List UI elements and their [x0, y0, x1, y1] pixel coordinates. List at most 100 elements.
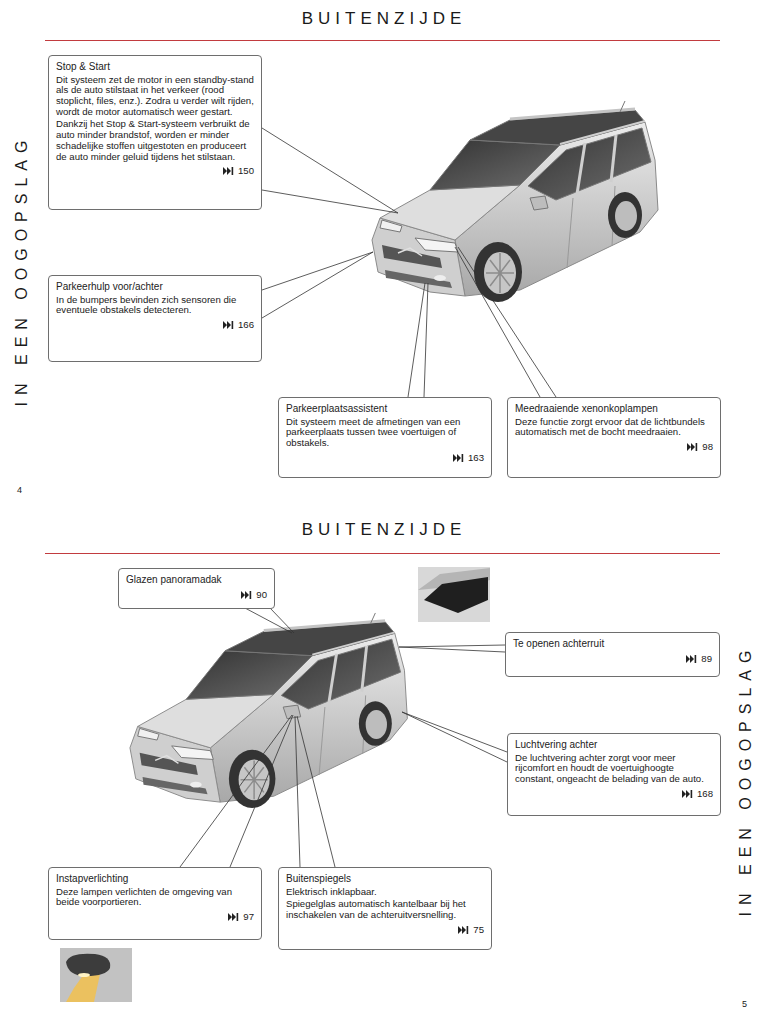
- reference-icon: [695, 655, 697, 663]
- title-rule: [45, 553, 720, 554]
- leader-line: [230, 715, 293, 867]
- leader-line: [180, 715, 292, 867]
- page-number: 97: [243, 911, 254, 922]
- reference-icon: [223, 321, 234, 329]
- leader-line: [402, 712, 507, 752]
- box-body: Spiegelglas automatisch kantelbaar bij h…: [286, 899, 484, 920]
- page-reference: 97: [56, 911, 254, 923]
- page-reference: 168: [515, 788, 713, 800]
- page-reference: 89: [513, 653, 712, 665]
- callout-box: ParkeerplaatsassistentDit systeem meet d…: [278, 397, 492, 478]
- reference-icon: [241, 591, 252, 599]
- box-body: Deze lampen verlichten de omgeving van b…: [56, 887, 254, 908]
- reference-icon: [691, 790, 693, 798]
- page-reference: 98: [515, 441, 713, 453]
- leader-line: [402, 712, 507, 762]
- leader-line: [458, 247, 556, 397]
- leader-line: [262, 252, 373, 290]
- reference-icon: [686, 655, 694, 663]
- leader-line: [399, 645, 505, 647]
- box-body: Deze functie zorgt ervoor dat de lichtbu…: [515, 417, 713, 438]
- leader-line: [408, 283, 425, 397]
- reference-icon: [462, 454, 464, 462]
- box-heading: Glazen panoramadak: [126, 574, 267, 586]
- box-body: Dit systeem meet de afmetingen van een p…: [286, 417, 484, 449]
- rear-window-thumbnail: [418, 567, 490, 622]
- box-heading: Instapverlichting: [56, 873, 254, 885]
- reference-icon: [228, 913, 236, 921]
- page-number: 4: [17, 485, 22, 495]
- thumbnail-ground: [60, 948, 132, 1002]
- box-heading: Buitenspiegels: [286, 873, 484, 885]
- page-number: 89: [701, 653, 712, 664]
- callout-box: Luchtvering achter De luchtvering achter …: [507, 733, 721, 816]
- mirror-lamp: [78, 973, 90, 977]
- title-rule: [45, 40, 720, 41]
- box-heading: Luchtvering achter: [515, 739, 713, 751]
- box-body: De luchtvering achter zorgt voor meer ri…: [515, 753, 713, 785]
- leader-line: [297, 716, 335, 867]
- page-number: 150: [238, 165, 254, 176]
- reference-icon: [682, 790, 690, 798]
- reference-icon: [241, 591, 249, 599]
- section-label: IN EEN OOGOPSLAG: [737, 644, 755, 917]
- box-body: In de bumpers bevinden zich sensoren die…: [56, 295, 254, 316]
- leader-line: [424, 283, 428, 397]
- box-heading: Stop & Start: [56, 61, 254, 73]
- reference-icon: [458, 926, 466, 934]
- mirror-thumbnail: [60, 948, 132, 1002]
- page-reference: 90: [126, 589, 267, 601]
- thumbnail-ground: [418, 567, 490, 622]
- reference-icon: [687, 443, 698, 451]
- car-illustration: [130, 613, 407, 808]
- reference-icon: [696, 443, 698, 451]
- mirror-body: [66, 954, 110, 976]
- page-number: 168: [697, 788, 713, 799]
- page-number: 90: [256, 589, 267, 600]
- reference-icon: [223, 167, 231, 175]
- callout-box: Meedraaiende xenonkoplampenDeze functie …: [507, 397, 721, 478]
- leader-line: [455, 247, 540, 397]
- leader-line: [399, 647, 505, 652]
- page-number: 98: [702, 441, 713, 452]
- page-reference: 75: [286, 924, 484, 936]
- leader-line: [245, 608, 292, 633]
- reference-icon: [237, 913, 239, 921]
- box-heading: Parkeerplaatsassistent: [286, 403, 484, 415]
- page-reference: 150: [56, 165, 254, 177]
- page-number: 166: [238, 319, 254, 330]
- page-title: BUITENZIJDE: [0, 9, 768, 29]
- callout-box: Te openen achterruit 89: [505, 632, 720, 677]
- box-body: Dit systeem zet de motor in een standby-…: [56, 75, 254, 118]
- callout-box: InstapverlichtingDeze lampen verlichten …: [48, 867, 262, 940]
- reference-icon: [687, 443, 695, 451]
- reference-icon: [232, 167, 234, 175]
- reference-icon: [686, 655, 697, 663]
- section-label: IN EEN OOGOPSLAG: [13, 134, 31, 407]
- leader-line: [262, 252, 373, 318]
- reference-icon: [250, 591, 252, 599]
- page-number: 75: [473, 924, 484, 935]
- thumbnail-window: [424, 577, 488, 613]
- callout-box: Stop & StartDit systeem zet de motor in …: [48, 55, 262, 210]
- box-heading: Te openen achterruit: [513, 638, 712, 650]
- callout-box: BuitenspiegelsElektrisch inklapbaar.Spie…: [278, 867, 492, 950]
- leader-line: [295, 716, 300, 867]
- callout-box: Parkeerhulp voor/achter In de bumpers bev…: [48, 275, 262, 362]
- leader-lines: [180, 128, 556, 867]
- box-body: Elektrisch inklapbaar.: [286, 887, 484, 898]
- reference-icon: [467, 926, 469, 934]
- leader-line: [262, 190, 398, 213]
- page-number: 5: [742, 999, 747, 1009]
- reference-icon: [458, 926, 469, 934]
- reference-icon: [223, 167, 234, 175]
- reference-icon: [453, 454, 464, 462]
- page-title: BUITENZIJDE: [0, 520, 768, 540]
- leader-line: [262, 128, 398, 213]
- page-number: 163: [468, 452, 484, 463]
- box-heading: Parkeerhulp voor/achter: [56, 281, 254, 293]
- car-illustration: [372, 101, 658, 302]
- reference-icon: [682, 790, 693, 798]
- page-reference: 163: [286, 452, 484, 464]
- box-body: Dankzij het Stop & Start-systeem verbrui…: [56, 119, 254, 162]
